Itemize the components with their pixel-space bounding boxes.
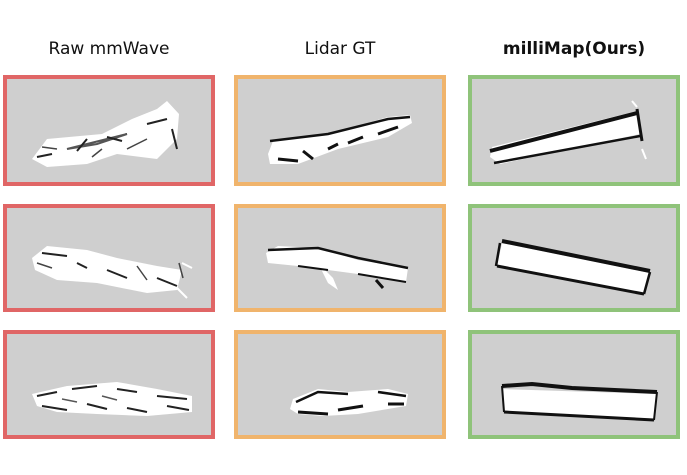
panel-raw-row2: [3, 204, 215, 312]
panel-raw-row3: [3, 330, 215, 439]
millimap-map-row2: [494, 239, 652, 296]
panel-millimap-row3: [468, 330, 680, 439]
raw-map-row1: [32, 101, 179, 167]
panel-lidar-row3: [234, 330, 446, 439]
column-title-lidar-gt: Lidar GT: [304, 39, 376, 59]
panel-millimap-row2: [468, 204, 680, 312]
raw-map-row3: [32, 382, 192, 416]
panel-raw-row1: [3, 75, 215, 186]
panel-millimap-row1: [468, 75, 680, 186]
panel-lidar-row2: [234, 204, 446, 312]
column-title-millimap: milliMap(Ours): [502, 39, 646, 59]
lidar-map-row3: [290, 389, 408, 416]
lidar-map-row1: [268, 115, 412, 164]
raw-map-row2: [32, 246, 193, 299]
lidar-map-row2: [266, 246, 409, 290]
millimap-map-row1: [489, 100, 647, 165]
panel-lidar-row1: [234, 75, 446, 186]
millimap-map-row3: [501, 381, 658, 422]
column-title-raw-mmwave: Raw mmWave: [48, 39, 170, 59]
